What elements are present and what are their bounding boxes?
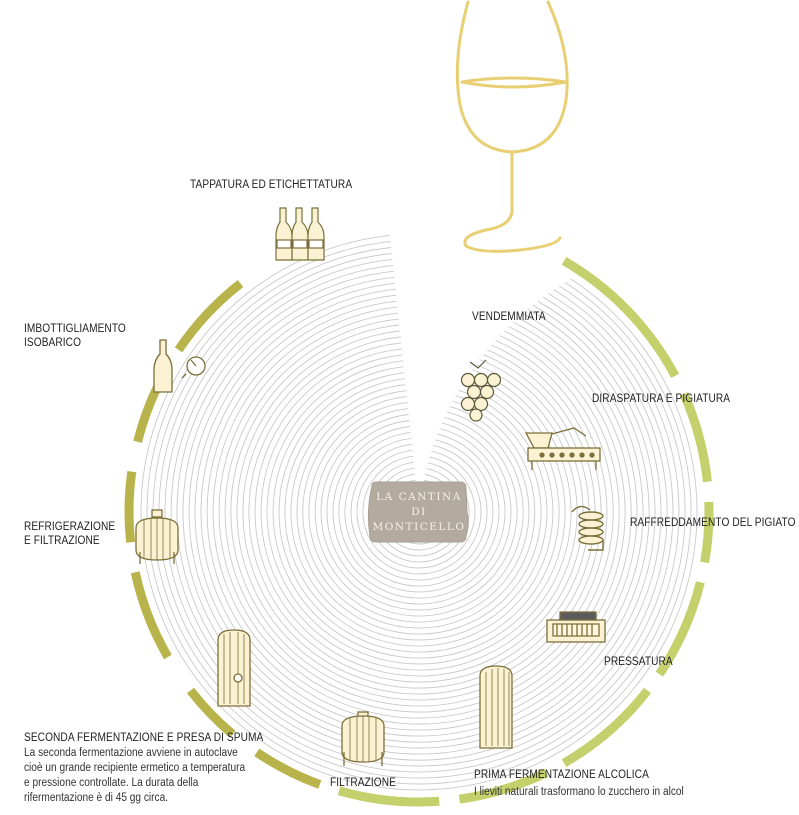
desc-line: e pressione controllate. La durata della — [24, 777, 199, 789]
desc-line: I lieviti naturali trasformano lo zucche… — [474, 786, 684, 798]
spiral-arc — [350, 443, 488, 581]
step-title: VENDEMMIATA — [472, 311, 546, 323]
step-desc-seconda: La seconda fermentazione avviene in auto… — [24, 746, 245, 806]
ring-segment — [130, 571, 172, 660]
process-ring — [124, 257, 714, 807]
spiral-arc — [344, 437, 494, 587]
ring-segment — [124, 470, 137, 543]
spiral-arc — [266, 360, 572, 665]
step-title: SECONDA FERMENTAZIONE E PRESA DI SPUMA — [24, 732, 264, 744]
spiral-arc — [248, 342, 590, 683]
three-bottles-icon — [275, 207, 325, 261]
step-title: TAPPATURA ED ETICHETTATURA — [190, 179, 353, 191]
step-title: PRIMA FERMENTAZIONE ALCOLICA — [474, 769, 649, 781]
step-label-prima: PRIMA FERMENTAZIONE ALCOLICA — [474, 768, 649, 782]
ring-segment — [337, 786, 440, 807]
cooling-coil-icon — [571, 505, 604, 551]
logo-line-2: DI — [411, 506, 427, 518]
logo-line-1: LA CANTINA — [376, 491, 462, 503]
desc-line: cioè un grande recipiente ermetico a tem… — [24, 762, 246, 774]
spiral-arc — [296, 390, 542, 635]
ring-segment — [655, 581, 705, 677]
spiral-arc — [278, 372, 560, 653]
logo-line-3: MONTICELLO — [373, 521, 466, 533]
spiral-arc — [272, 366, 566, 659]
autoclave-icon — [217, 629, 251, 707]
step-title-line: ISOBARICO — [24, 337, 82, 349]
step-label-refrigerazione: REFRIGERAZIONE E FILTRAZIONE — [24, 520, 115, 548]
step-desc-prima: I lieviti naturali trasformano lo zucche… — [474, 785, 684, 800]
ring-segment — [561, 257, 680, 379]
logo-plate — [367, 481, 469, 543]
wine-glass-icon — [455, 0, 569, 253]
spiral-arc — [290, 384, 548, 641]
ring-segment — [254, 748, 322, 789]
step-title: FILTRAZIONE — [330, 777, 397, 789]
step-label-vendemmiata: VENDEMMIATA — [472, 310, 546, 324]
step-title-line: REFRIGERAZIONE — [24, 521, 116, 533]
filter-tank-icon — [341, 711, 385, 766]
spiral-arc — [362, 455, 476, 569]
step-label-pressatura: PRESSATURA — [604, 655, 673, 669]
bottle-gauge-icon — [153, 339, 206, 393]
grapes-icon — [460, 359, 502, 422]
crusher-icon — [524, 427, 601, 470]
spiral-arc — [338, 431, 500, 593]
spiral-arc — [314, 408, 524, 617]
ring-segment — [174, 279, 244, 353]
step-label-filtrazione: FILTRAZIONE — [330, 776, 396, 790]
spiral-arc — [326, 420, 512, 605]
ring-segment — [458, 768, 549, 804]
press-icon — [546, 611, 606, 643]
desc-line: La seconda fermentazione avviene in auto… — [24, 747, 238, 759]
spiral-arc — [254, 348, 584, 677]
spiral-arc — [356, 449, 482, 575]
ring-segment — [561, 687, 652, 767]
step-label-raffreddamento: RAFFREDDAMENTO DEL PIGIATO — [630, 516, 796, 530]
ring-segment — [700, 501, 714, 564]
spiral-arc — [332, 426, 506, 599]
ring-segment — [186, 687, 236, 738]
spiral-arc — [260, 354, 578, 671]
spiral-arc — [212, 306, 626, 719]
spiral-arc — [242, 336, 596, 689]
cantina-logo: LA CANTINA DI MONTICELLO — [367, 481, 469, 543]
spiral-arc — [230, 324, 608, 701]
spiral-arc — [302, 396, 536, 629]
spiral-arc — [140, 235, 698, 791]
spiral-arc — [320, 414, 518, 611]
step-title-line: IMBOTTIGLIAMENTO — [24, 323, 126, 335]
step-title: PRESSATURA — [604, 656, 673, 668]
fermentation-tank-icon — [479, 665, 513, 749]
ring-segment — [679, 392, 712, 483]
spiral-arc — [224, 318, 614, 707]
step-title: DIRASPATURA E PIGIATURA — [592, 393, 731, 405]
step-label-diraspatura: DIRASPATURA E PIGIATURA — [592, 392, 730, 406]
spiral-arc — [218, 312, 620, 713]
spiral-arc — [284, 378, 554, 647]
step-label-seconda: SECONDA FERMENTAZIONE E PRESA DI SPUMA — [24, 731, 263, 745]
step-title: RAFFREDDAMENTO DEL PIGIATO — [630, 517, 796, 529]
step-label-imbottigliamento: IMBOTTIGLIAMENTO ISOBARICO — [24, 322, 126, 350]
step-label-tappatura: TAPPATURA ED ETICHETTATURA — [190, 178, 352, 192]
chiller-tank-icon — [135, 509, 179, 564]
spiral-arc — [308, 402, 530, 623]
desc-line: rifermentazione è di 45 gg circa. — [24, 792, 169, 804]
step-title-line: E FILTRAZIONE — [24, 535, 100, 547]
